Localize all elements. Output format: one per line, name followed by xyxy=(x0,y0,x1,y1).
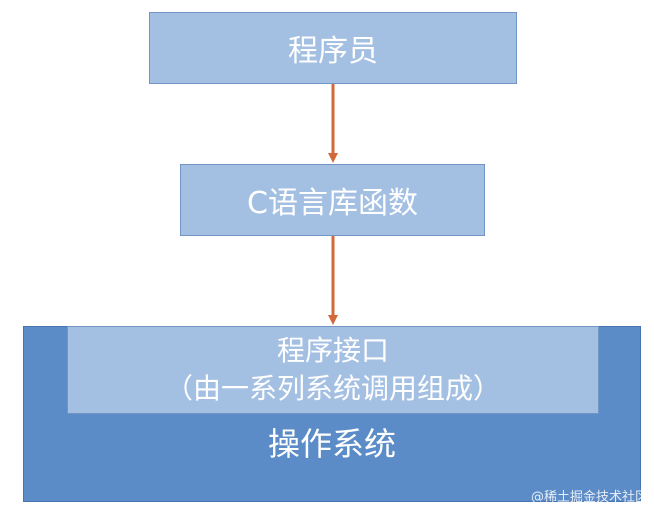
c-library-label: C语言库函数 xyxy=(247,186,418,221)
programmer-label: 程序员 xyxy=(288,34,378,69)
program-interface-box: 程序接口 （由一系列系统调用组成） xyxy=(67,326,599,414)
c-library-box: C语言库函数 xyxy=(180,164,485,236)
operating-system-label: 操作系统 xyxy=(267,425,396,463)
watermark: @稀土掘金技术社区 xyxy=(530,490,648,505)
program-interface-title: 程序接口 xyxy=(276,334,389,367)
program-interface-subtitle: （由一系列系统调用组成） xyxy=(164,372,501,405)
programmer-box: 程序员 xyxy=(149,12,517,84)
